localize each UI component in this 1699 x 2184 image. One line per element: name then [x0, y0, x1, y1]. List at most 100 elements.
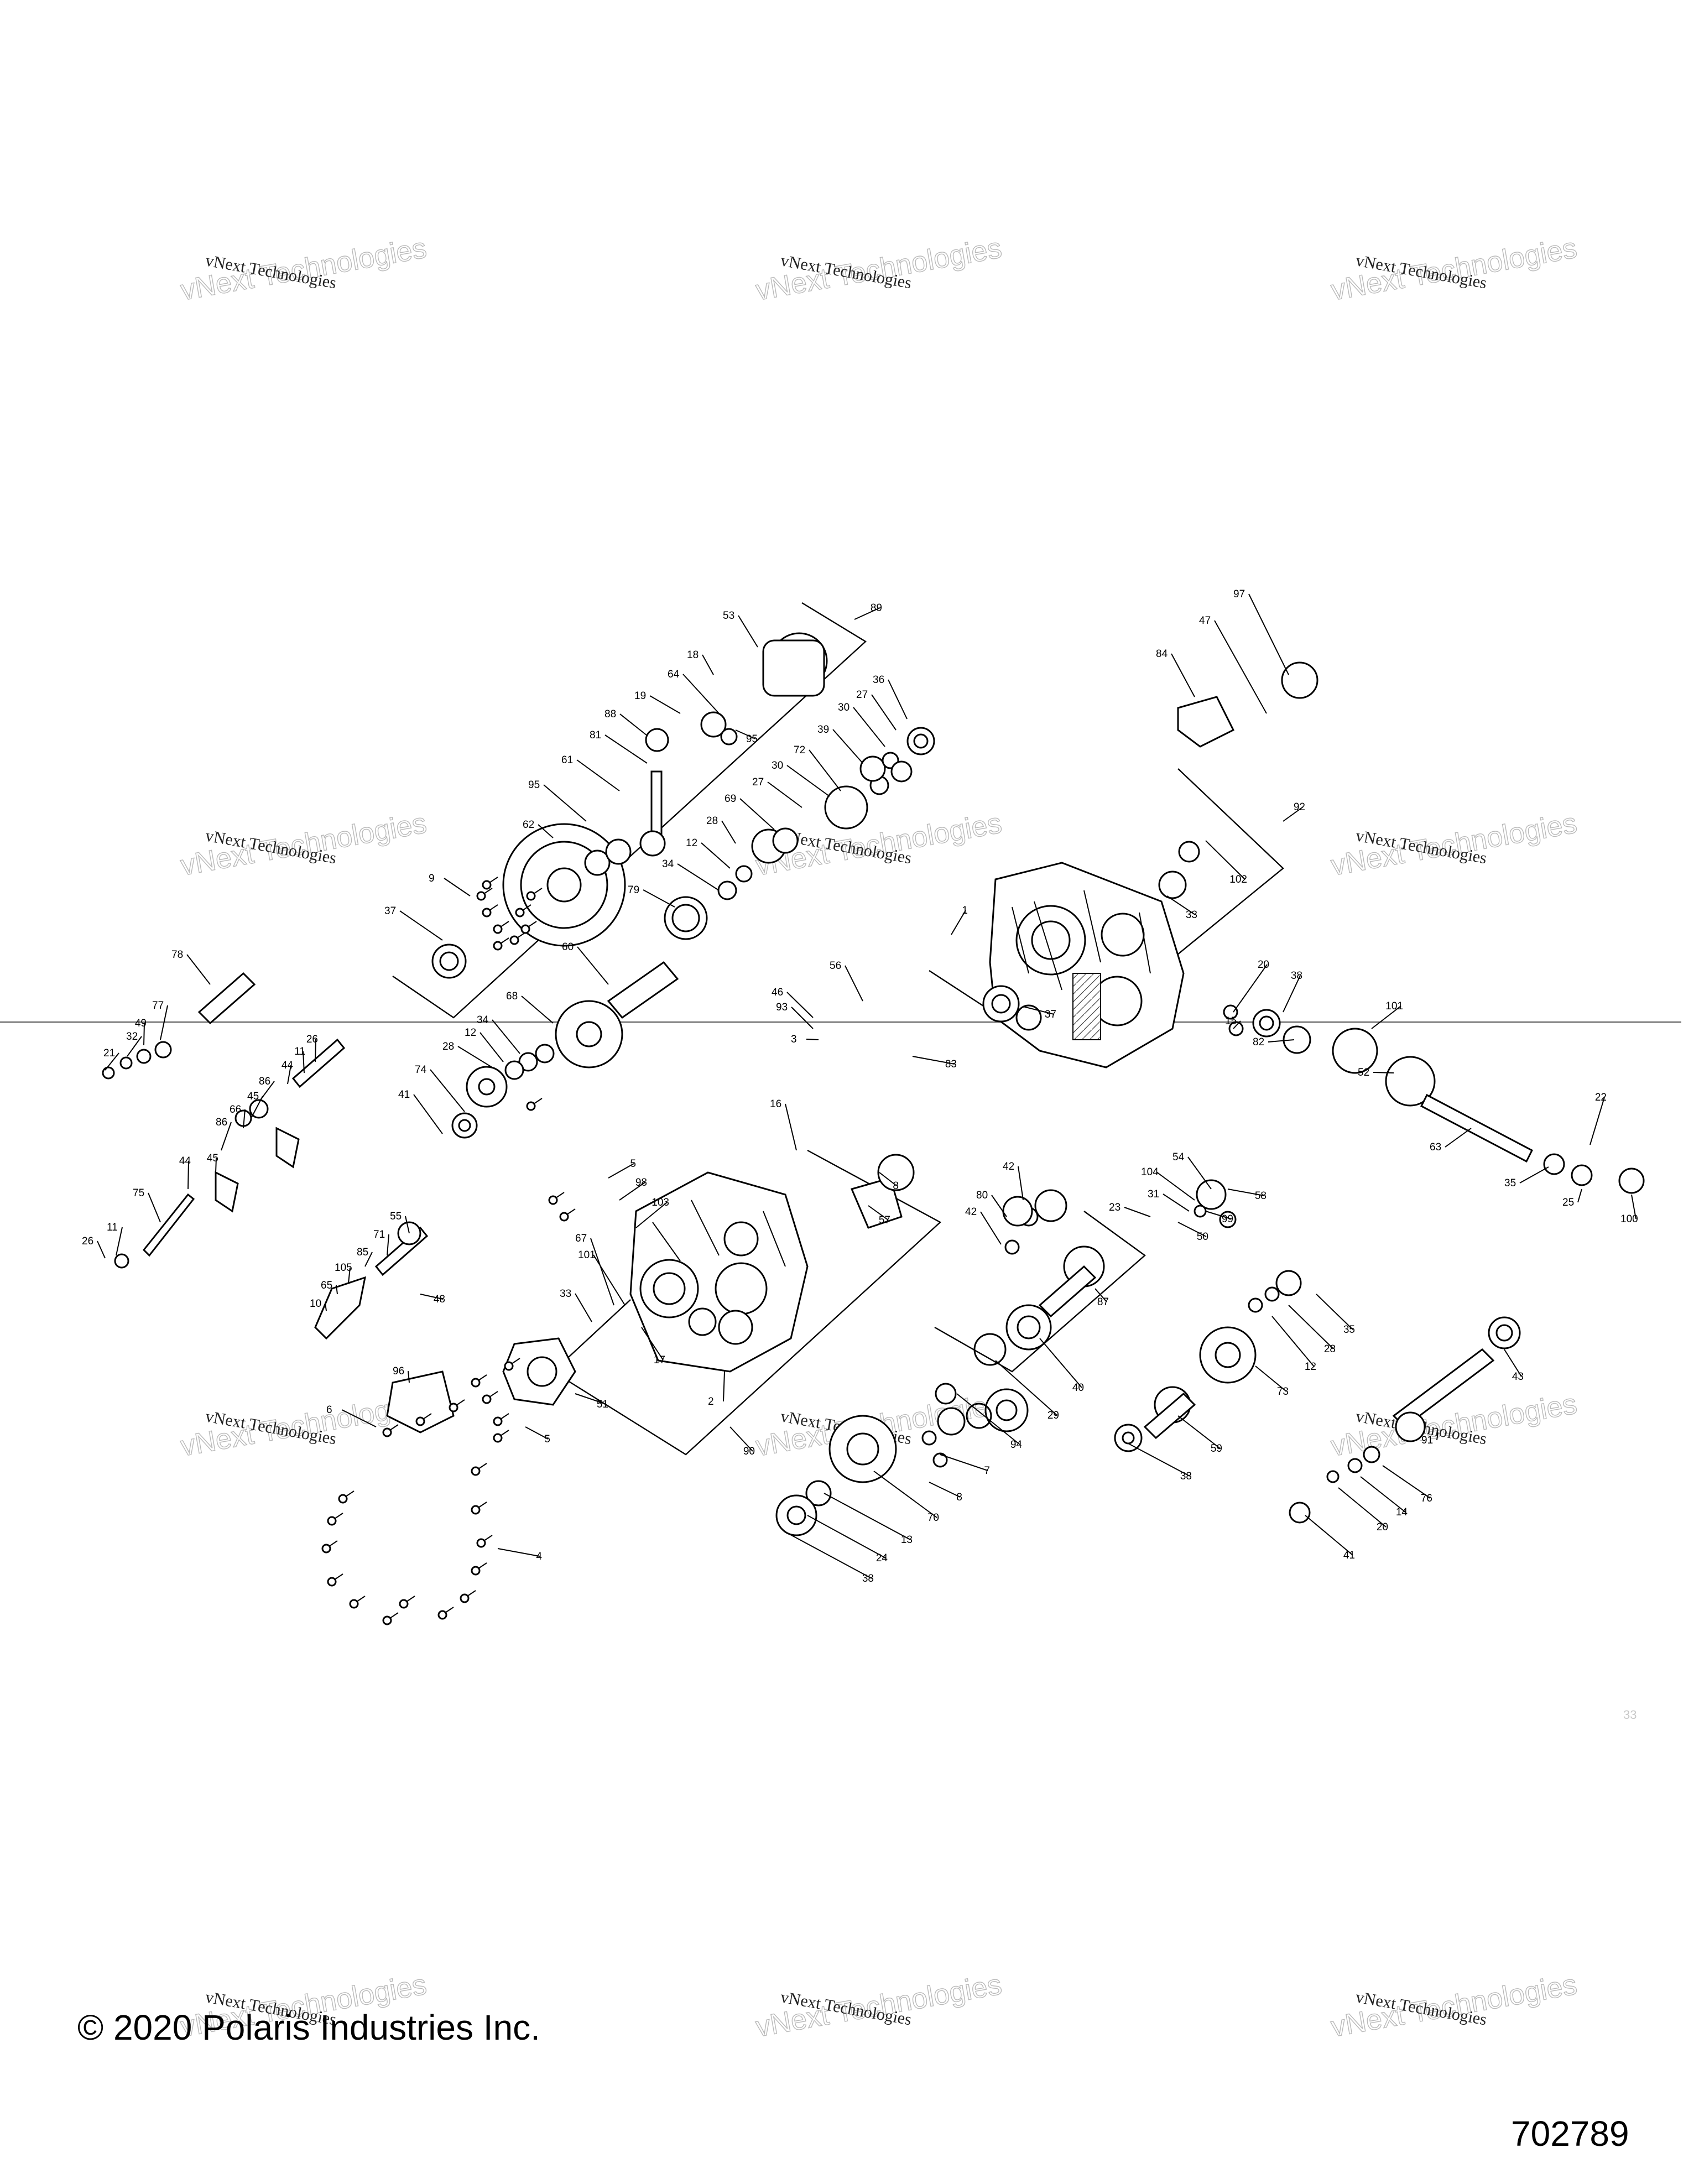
leader-line: [767, 781, 802, 808]
callout-number: 93: [776, 1002, 788, 1013]
bolt-icon: [415, 1413, 432, 1426]
callout: 98: [619, 1177, 647, 1201]
callout-number: 95: [746, 733, 758, 745]
callout-number: 48: [434, 1294, 445, 1305]
callout-number: 1: [962, 905, 968, 916]
leader-line: [649, 695, 681, 714]
callout-number: 35: [1343, 1324, 1355, 1336]
leader-line: [1316, 1294, 1353, 1330]
leader-line: [187, 1160, 189, 1190]
leader-line: [430, 1069, 465, 1112]
leader-line: [853, 707, 885, 747]
callout: 76: [1382, 1465, 1432, 1504]
callout: 81: [590, 729, 648, 764]
callout: 30: [838, 702, 885, 747]
callout-number: 90: [743, 1446, 755, 1457]
callout: 44: [282, 1060, 293, 1085]
bolt-icon: [526, 888, 543, 901]
callout: 66: [230, 1104, 246, 1129]
bolt-icon: [559, 1208, 576, 1222]
callout: 42: [1003, 1161, 1024, 1201]
callout-number: 80: [976, 1190, 988, 1201]
callout-number: 27: [856, 689, 868, 701]
callout: 30: [772, 760, 830, 797]
callout: 63: [1430, 1128, 1472, 1153]
callout: 99: [1205, 1211, 1233, 1225]
callout-number: 24: [876, 1552, 888, 1564]
leader-line: [105, 1052, 119, 1071]
callout: 9: [429, 873, 471, 896]
callout-number: 21: [103, 1047, 115, 1059]
leader-line: [1373, 1072, 1394, 1073]
callout-number: 34: [477, 1014, 489, 1026]
callout: 83: [912, 1056, 957, 1070]
callout-number: 63: [1430, 1141, 1441, 1153]
callout-number: 86: [216, 1117, 227, 1128]
callout: 47: [1199, 615, 1267, 714]
leader-line: [951, 910, 966, 935]
bolt-icon: [327, 1573, 343, 1587]
leader-line: [303, 1051, 305, 1073]
leader-line: [387, 1234, 389, 1256]
leader-line: [1504, 1349, 1522, 1377]
leader-line: [807, 1515, 886, 1558]
callout-number: 82: [1253, 1036, 1264, 1048]
leader-line: [1205, 1211, 1232, 1219]
leader-line: [243, 1109, 246, 1129]
callout-number: 25: [1562, 1197, 1574, 1208]
bolt-icon: [476, 888, 493, 901]
leader-line: [1248, 593, 1289, 675]
bolt-icon: [520, 921, 537, 934]
leader-line: [1445, 1128, 1472, 1148]
leader-line: [786, 992, 814, 1018]
callout: 20: [1338, 1487, 1388, 1533]
output-shaft-components: [775, 985, 1645, 1536]
bolt-icon: [471, 1374, 487, 1388]
callout-number: 92: [1294, 801, 1305, 813]
callout: 7: [940, 1454, 990, 1477]
bolt-icon: [449, 1399, 465, 1412]
callout-number: 96: [393, 1365, 404, 1377]
callout: 56: [830, 960, 863, 1002]
callout-number: 83: [945, 1059, 957, 1070]
callout-number: 71: [373, 1229, 385, 1240]
leader-line: [888, 679, 908, 720]
bolt-icon: [471, 1562, 487, 1576]
callout: 64: [668, 669, 720, 714]
callout: 35: [1504, 1166, 1549, 1189]
callout-number: 13: [901, 1534, 913, 1546]
callout-number: 69: [725, 793, 736, 805]
callout: 40: [1039, 1338, 1084, 1394]
leader-line: [1371, 1005, 1401, 1029]
callout: 101: [578, 1249, 626, 1306]
callout: 103: [635, 1197, 669, 1228]
callout-number: 34: [662, 858, 674, 870]
callout: 102: [1205, 840, 1247, 885]
callout-number: 7: [984, 1465, 990, 1477]
callout-number: 62: [523, 819, 534, 831]
callout: 94: [956, 1393, 1022, 1451]
callout: 34: [477, 1014, 520, 1054]
callout: 35: [1316, 1294, 1355, 1336]
callout-number: 20: [1377, 1521, 1388, 1533]
callout-number: 61: [561, 754, 573, 766]
callout: 90: [729, 1426, 755, 1457]
leader-line: [577, 946, 609, 985]
leader-line: [1124, 1207, 1151, 1217]
callout-number: 68: [506, 991, 518, 1002]
callout: 12: [465, 1027, 504, 1062]
callout-number: 42: [1003, 1161, 1014, 1172]
leader-line: [735, 729, 756, 739]
leader-line: [682, 674, 720, 714]
leader-line: [1177, 1222, 1207, 1237]
callout-number: 18: [687, 649, 699, 661]
callout-number: 37: [384, 905, 396, 917]
leader-line: [879, 1172, 897, 1186]
leader-line: [854, 607, 880, 620]
callout-number: 55: [390, 1211, 402, 1222]
callout-layer: 8953186419958881619562937362730397230276…: [82, 588, 1638, 1584]
bolt-icon: [460, 1590, 476, 1603]
